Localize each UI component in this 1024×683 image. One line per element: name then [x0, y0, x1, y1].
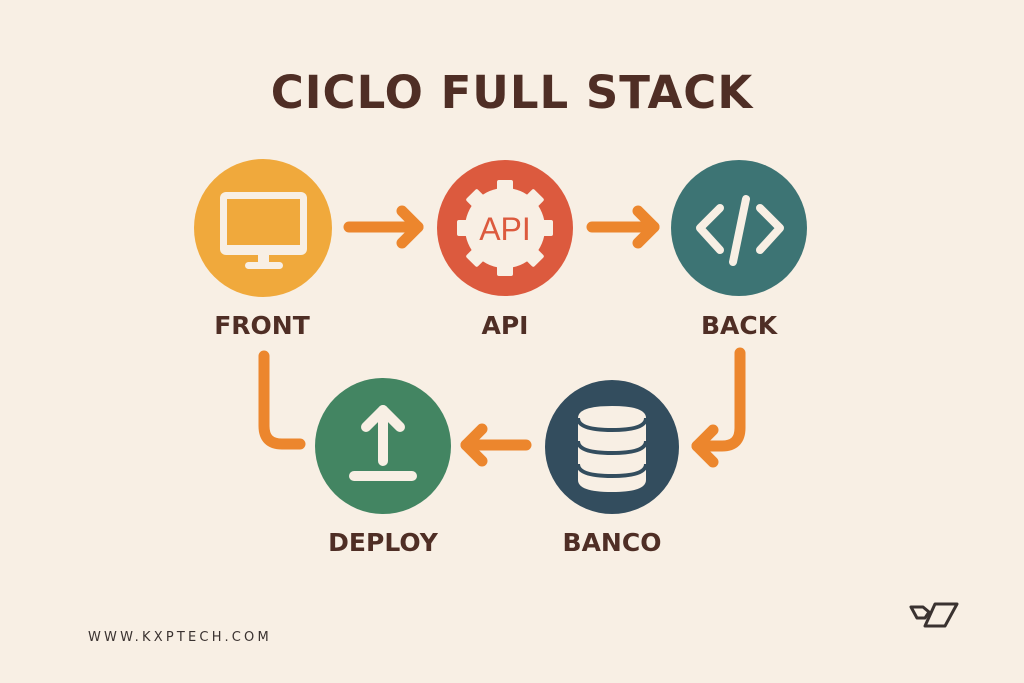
arrow-back-to-banco — [691, 347, 746, 468]
node-label-back: BACK — [700, 311, 778, 340]
node-label-front: FRONT — [214, 311, 310, 340]
diagram-title: CICLO FULL STACK — [270, 66, 754, 119]
node-label-api: API — [481, 311, 529, 340]
database-icon — [576, 406, 648, 492]
upload-icon — [349, 405, 417, 481]
kxp-logo-icon — [909, 602, 959, 628]
arrow-banco-to-deploy — [460, 423, 532, 467]
footer-url: WWW.KXPTECH.COM — [88, 630, 272, 645]
node-label-banco: BANCO — [562, 528, 662, 557]
node-label-deploy: DEPLOY — [328, 528, 438, 557]
monitor-icon — [220, 192, 307, 269]
gear-api-icon: API — [457, 180, 553, 276]
gear-api-text: API — [479, 211, 531, 247]
arrow-api-to-back — [586, 205, 660, 249]
node-front — [194, 159, 332, 297]
node-deploy — [315, 378, 451, 514]
code-icon — [696, 195, 784, 266]
arrow-front-to-api — [343, 205, 424, 249]
connector-deploy-to-front — [258, 350, 306, 450]
node-back — [671, 160, 807, 296]
node-api: API — [437, 160, 573, 296]
node-banco — [545, 380, 679, 514]
